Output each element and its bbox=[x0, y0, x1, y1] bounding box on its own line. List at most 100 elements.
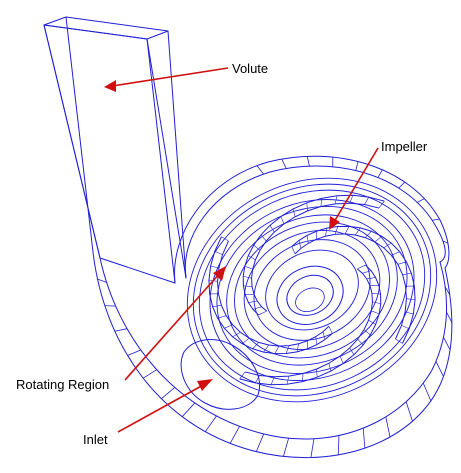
impeller-blade-hatch bbox=[391, 251, 400, 256]
impeller-blade-hatch bbox=[371, 293, 381, 295]
impeller-blade-hatch bbox=[402, 273, 412, 275]
volute-callout-line bbox=[111, 67, 229, 87]
impeller-blade-hatch bbox=[291, 246, 296, 254]
volute-segment-line bbox=[283, 438, 289, 457]
impeller-blade-hatch bbox=[365, 231, 372, 238]
volute-arch-segment-line bbox=[281, 158, 287, 169]
impeller-blade-hatch bbox=[241, 337, 250, 344]
impeller-blade-hatch bbox=[357, 264, 366, 270]
impeller-blade-hatch bbox=[302, 373, 304, 382]
volute-segment-line bbox=[97, 278, 107, 283]
volute-arrowhead bbox=[104, 80, 116, 92]
impeller-blade-hatch bbox=[372, 301, 381, 305]
shroud-ring bbox=[198, 189, 426, 391]
impeller-blade-hatch bbox=[292, 208, 296, 217]
volute-segment-line bbox=[310, 438, 315, 458]
impeller-blade-hatch bbox=[214, 251, 223, 255]
impeller-blade-hatch bbox=[339, 355, 344, 364]
impeller-blade-hatch bbox=[239, 371, 246, 380]
impeller-blade-hatch bbox=[374, 236, 383, 243]
volute-segment-line bbox=[181, 402, 196, 417]
impeller-blade-hatch bbox=[252, 306, 262, 310]
rotating-region-callout-line bbox=[124, 272, 221, 381]
impeller-blade-hatch bbox=[316, 369, 318, 378]
impeller-blades bbox=[208, 194, 416, 386]
impeller-blade-hatch bbox=[395, 338, 403, 344]
impeller-blade-hatch bbox=[212, 305, 222, 307]
shroud-ring bbox=[186, 177, 438, 403]
volute-segment-line bbox=[229, 426, 240, 444]
impeller-blade-hatch bbox=[401, 325, 410, 329]
impeller-blade-hatch bbox=[217, 315, 227, 319]
impeller-arrowhead bbox=[329, 216, 340, 230]
volute-segment-line bbox=[435, 361, 444, 377]
impeller-blade-hatch bbox=[366, 277, 376, 280]
impeller-shroud-rings bbox=[186, 177, 438, 403]
volute-segment-lines bbox=[97, 156, 453, 458]
volute-segment-line bbox=[446, 311, 453, 323]
impeller-blade-hatch bbox=[248, 255, 256, 261]
impeller-blade-hatch bbox=[263, 344, 270, 353]
volute-spiral-outer bbox=[92, 251, 453, 459]
volute-segment-line bbox=[204, 415, 217, 432]
impeller-blade-hatch bbox=[320, 198, 322, 207]
impeller-blade-hatch bbox=[357, 338, 364, 346]
impeller-blade-hatch bbox=[406, 298, 416, 301]
impeller-blade-hatch bbox=[306, 202, 308, 211]
volute-segment-line bbox=[443, 336, 451, 351]
impeller-blade-hatch bbox=[221, 236, 229, 242]
impeller-blade-edge bbox=[291, 225, 416, 344]
inlet-circle bbox=[180, 339, 260, 410]
volute-segment-line bbox=[255, 433, 265, 452]
shroud-ring bbox=[192, 183, 432, 397]
shroud-ring bbox=[226, 214, 398, 366]
impeller-blade-hatch bbox=[349, 195, 354, 204]
volute-segment-line bbox=[362, 428, 366, 449]
impeller-blade-hatch bbox=[354, 227, 361, 236]
impeller-blade-hatch bbox=[306, 235, 309, 244]
impeller-blade-hatch bbox=[383, 242, 392, 249]
shroud-ring bbox=[243, 230, 381, 350]
impeller-blade-hatch bbox=[315, 336, 318, 345]
impeller-blade-hatch bbox=[328, 363, 332, 372]
shroud-ring bbox=[234, 221, 390, 359]
volute-segment-line bbox=[337, 435, 340, 455]
impeller-blade-edge bbox=[251, 202, 380, 312]
impeller-blade-hatch bbox=[244, 265, 253, 270]
volute-arch-segment-line bbox=[417, 198, 425, 203]
impeller-blade-hatch bbox=[258, 310, 267, 316]
volute-spiral-inner bbox=[99, 257, 448, 440]
impeller-blade-hatch bbox=[378, 200, 385, 209]
impeller-blade-hatch bbox=[344, 226, 350, 235]
volute-segment-line bbox=[161, 387, 176, 400]
volute-arch-segment-line bbox=[377, 169, 383, 178]
impeller-blade-hatch bbox=[232, 331, 241, 338]
impeller-blade-hatch bbox=[363, 329, 371, 336]
volute-outlet-back-edge bbox=[43, 16, 187, 279]
impeller-blade-hatch bbox=[243, 275, 252, 279]
impeller-blade-hatch bbox=[325, 228, 328, 237]
impeller-hub bbox=[276, 265, 344, 325]
callouts: Volute Impeller Rotating Region Inlet bbox=[16, 61, 428, 447]
impeller bbox=[186, 177, 438, 403]
impeller-blade-hatch bbox=[397, 261, 407, 265]
impeller-blade-hatch bbox=[285, 345, 290, 354]
impeller-blade-hatch bbox=[371, 310, 380, 315]
impeller-blade-hatch bbox=[328, 326, 333, 334]
impeller-blade-hatch bbox=[248, 300, 258, 303]
volute-segment-line bbox=[127, 349, 141, 356]
rotating-region-label: Rotating Region bbox=[16, 377, 109, 392]
impeller-blade-hatch bbox=[210, 265, 219, 269]
impeller-blade-edge bbox=[244, 268, 373, 378]
impeller-blade-hatch bbox=[286, 376, 290, 385]
volute-arch-segment-line bbox=[398, 181, 406, 189]
volute-segment-line bbox=[405, 401, 413, 422]
inlet-arrowhead bbox=[197, 379, 213, 391]
impeller-blade-hatch bbox=[274, 345, 280, 354]
volute-arch-segment-line bbox=[306, 156, 310, 167]
shroud-ring bbox=[216, 206, 408, 374]
volute-top-arch bbox=[184, 165, 446, 279]
impeller-blade-hatch bbox=[298, 240, 302, 249]
impeller-blade-hatch bbox=[322, 331, 326, 340]
